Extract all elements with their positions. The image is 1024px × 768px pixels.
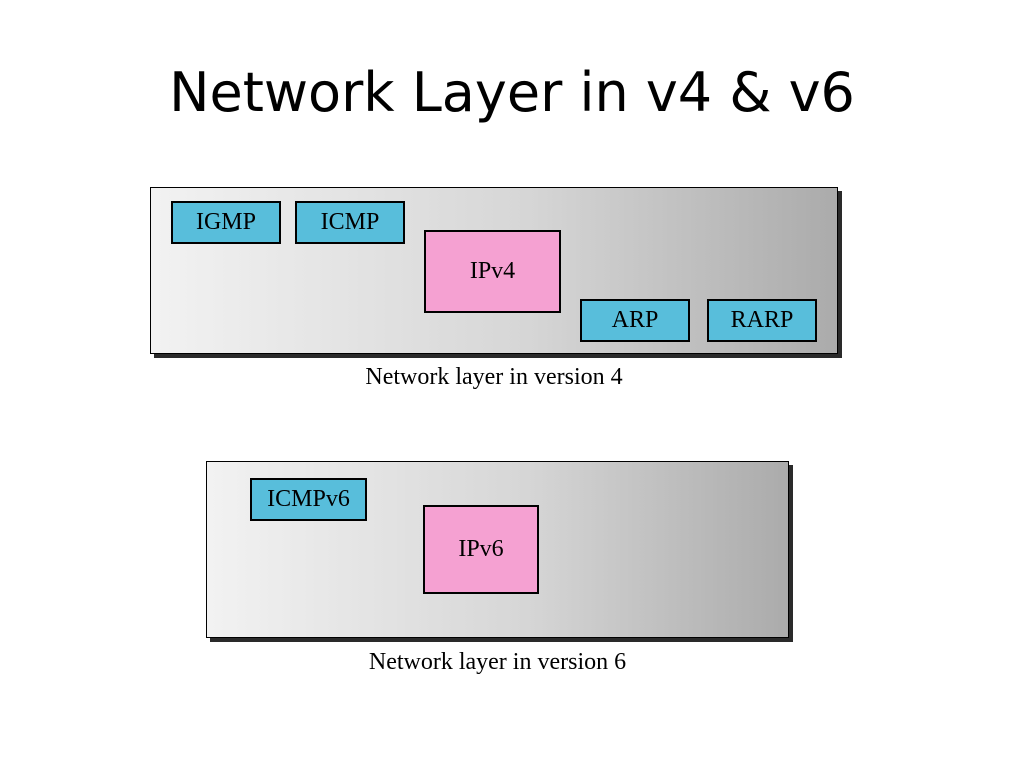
network-layer-v6-panel: ICMPv6 IPv6 (206, 461, 789, 638)
ipv6-box: IPv6 (423, 505, 539, 594)
icmpv6-box: ICMPv6 (250, 478, 367, 521)
ipv4-box: IPv4 (424, 230, 561, 313)
network-layer-v4-panel: IGMP ICMP IPv4 ARP RARP (150, 187, 838, 354)
caption-version-6: Network layer in version 6 (368, 649, 627, 675)
igmp-box: IGMP (171, 201, 281, 244)
slide-title: Network Layer in v4 & v6 (169, 61, 855, 124)
icmp-box: ICMP (295, 201, 405, 244)
arp-box: ARP (580, 299, 690, 342)
caption-version-4: Network layer in version 4 (365, 364, 623, 390)
rarp-box: RARP (707, 299, 817, 342)
